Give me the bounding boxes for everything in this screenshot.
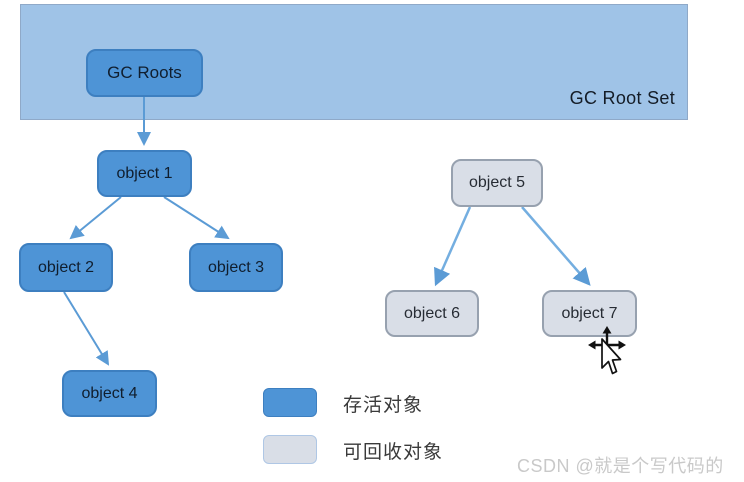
arrow-object5-object7 [521, 206, 591, 286]
node-label: object 1 [116, 164, 173, 182]
node-object-1: object 1 [97, 150, 192, 197]
node-label: object 2 [37, 258, 95, 276]
arrow-object1-object2 [69, 196, 122, 240]
node-label: object 4 [81, 384, 138, 402]
arrow-object2-object4 [63, 291, 110, 366]
node-label: object 6 [403, 304, 461, 322]
watermark-text: CSDN @就是个写代码的 [517, 456, 724, 476]
arrow-object1-object3 [163, 196, 230, 240]
node-object-2: object 2 [19, 243, 113, 292]
legend-label-collectible: 可回收对象 [343, 442, 444, 463]
node-object-7: object 7 [542, 290, 637, 337]
banner-label: GC Root Set [569, 88, 675, 108]
node-object-6: object 6 [385, 290, 479, 337]
node-object-4: object 4 [62, 370, 157, 417]
legend-swatch-collectible [263, 435, 317, 464]
node-label: object 3 [207, 258, 265, 276]
arrow-object5-object6 [434, 206, 472, 287]
node-label: object 5 [468, 174, 526, 191]
legend-label-alive: 存活对象 [343, 395, 424, 416]
node-label: object 7 [561, 304, 618, 322]
node-object-5: object 5 [451, 159, 543, 207]
node-object-3: object 3 [189, 243, 283, 292]
node-gc-roots: GC Roots [86, 49, 203, 97]
node-label: GC Roots [107, 63, 182, 82]
legend-swatch-alive [263, 388, 317, 417]
